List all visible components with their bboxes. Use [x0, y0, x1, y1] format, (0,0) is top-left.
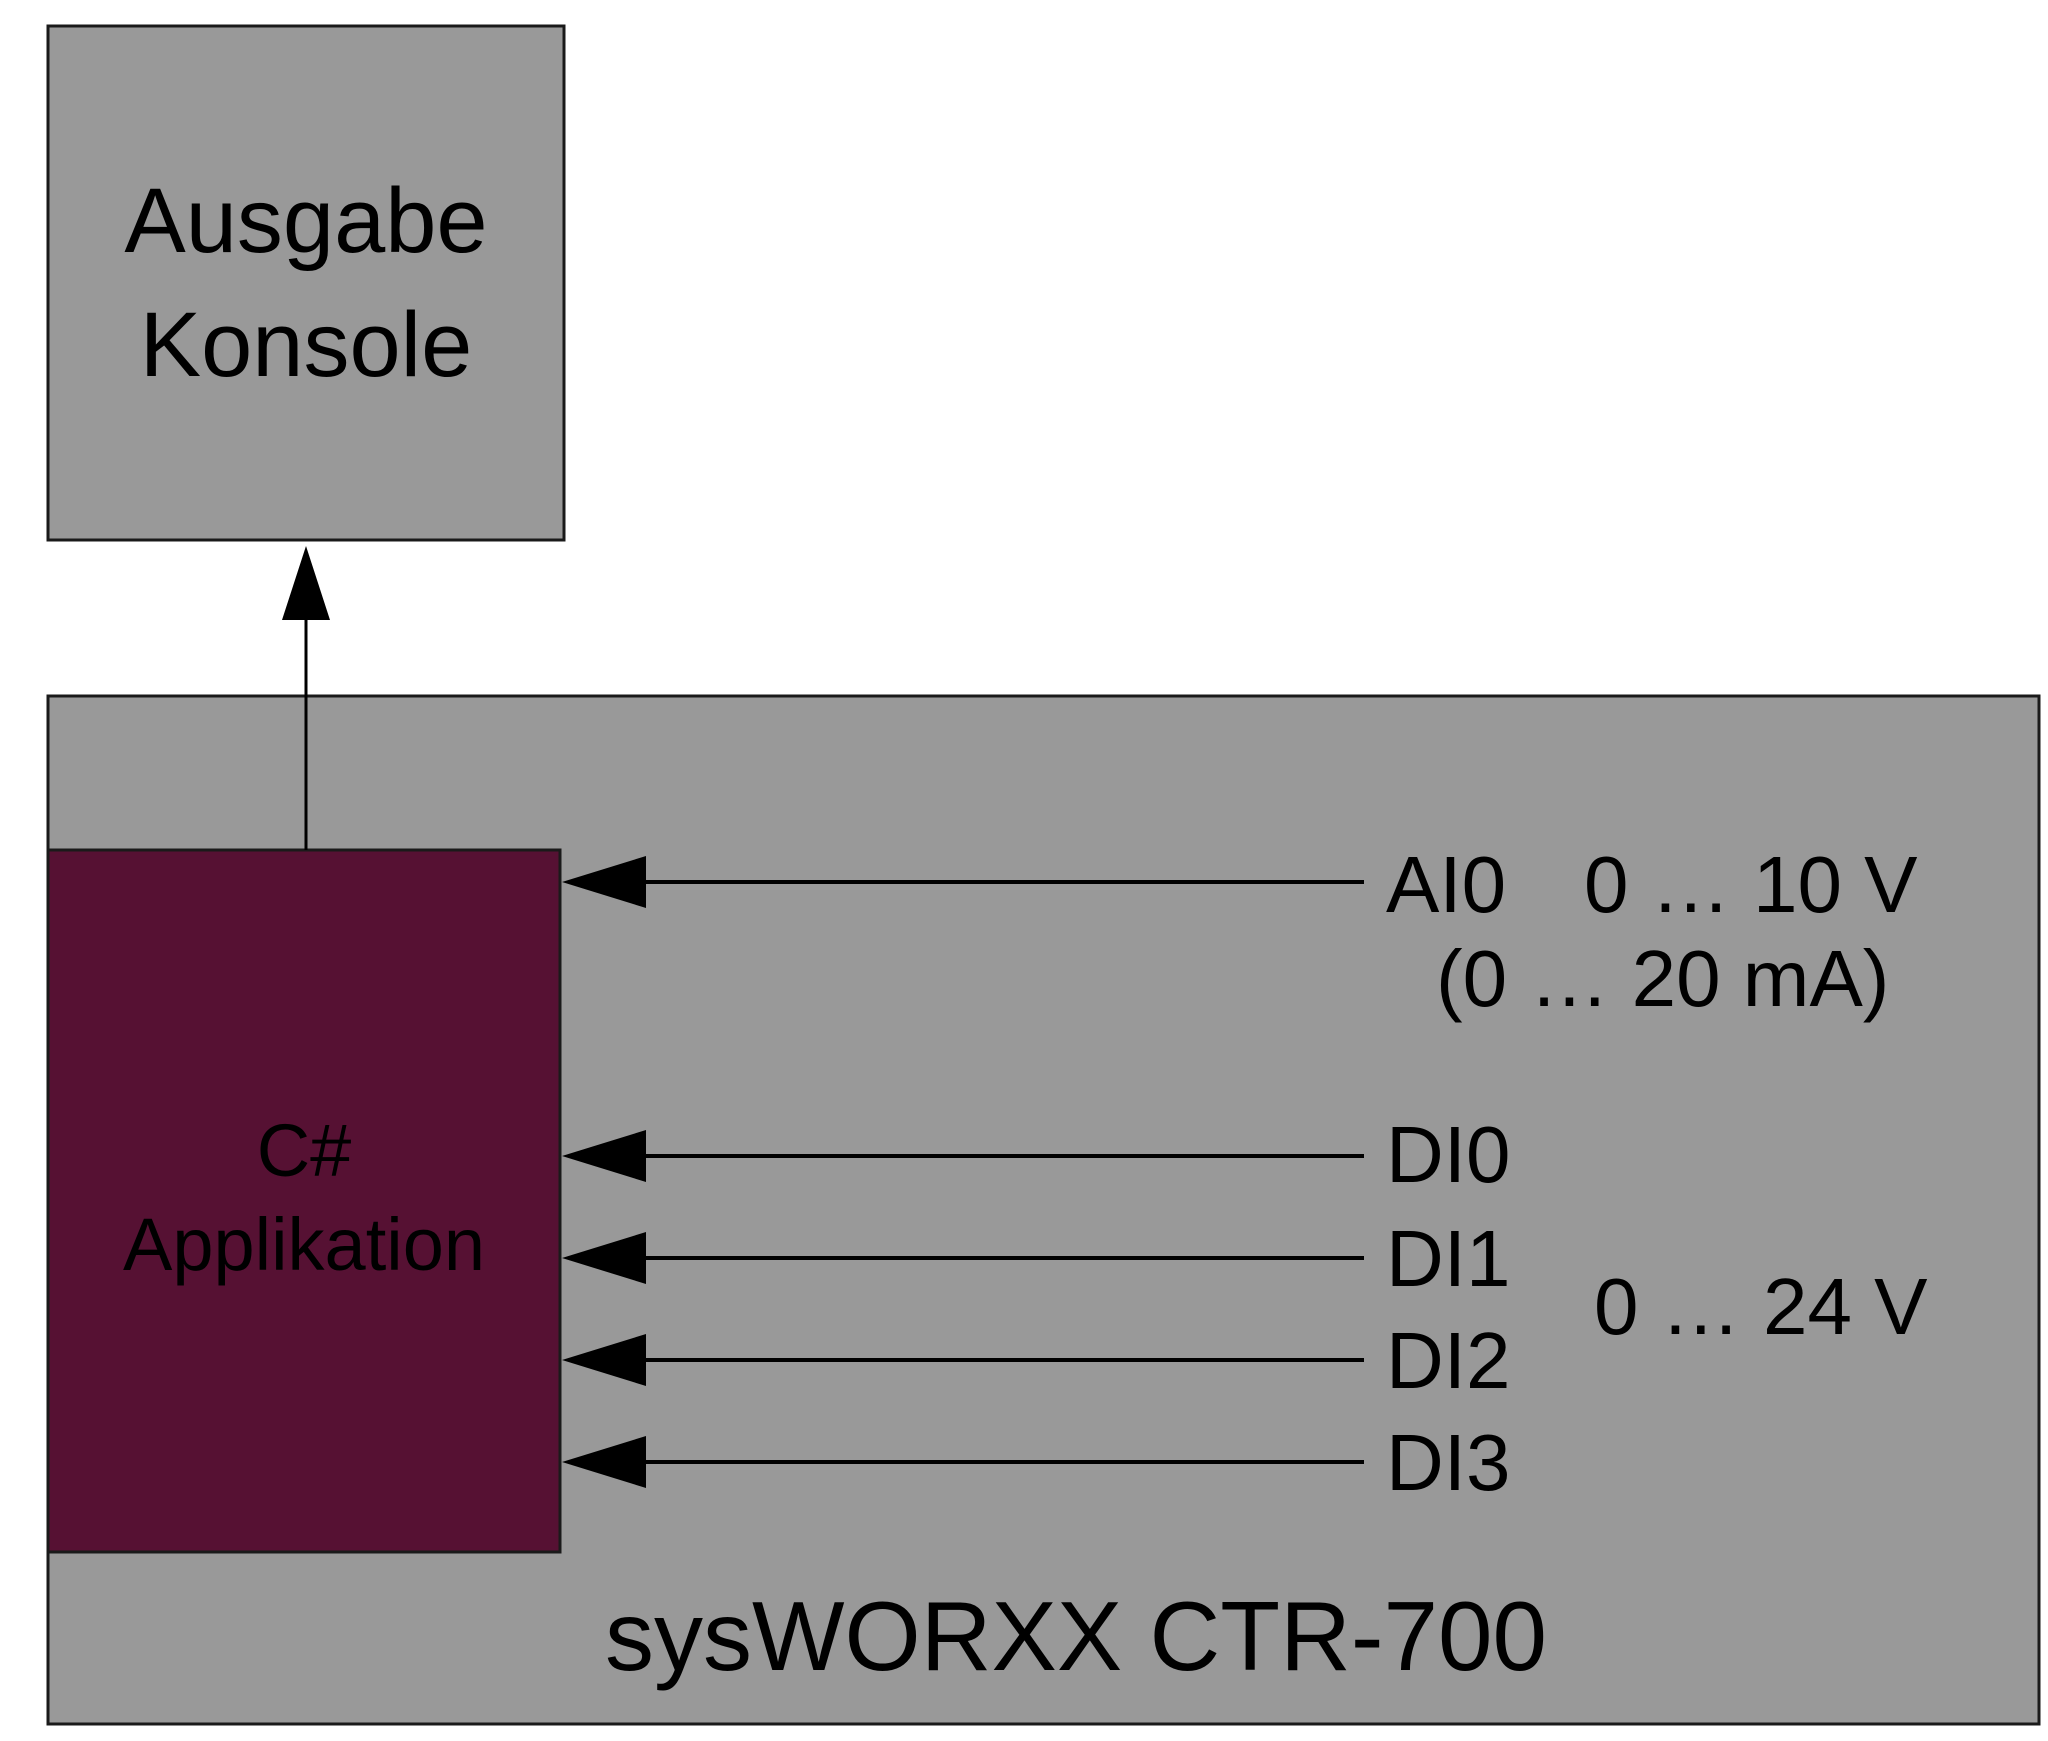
pin-label-di2: DI2 — [1386, 1316, 1511, 1405]
console-box-label-line1: Ausgabe — [124, 170, 487, 272]
application-box-shape — [46, 848, 562, 1554]
analog-voltage-range: 0 … 10 V — [1584, 840, 1918, 929]
console-box-label-line2: Konsole — [140, 294, 472, 396]
application-label-line1: C# — [257, 1109, 352, 1192]
console-box-shape — [46, 24, 566, 542]
analog-current-range: (0 … 20 mA) — [1436, 934, 1889, 1023]
application-label-line2: Applikation — [123, 1203, 485, 1286]
pin-label-di1: DI1 — [1386, 1214, 1511, 1303]
arrow-app-to-console-head — [282, 546, 330, 620]
arrow-ai0-head — [562, 856, 646, 908]
arrow-di3-head — [562, 1436, 646, 1488]
application-box: C# Applikation — [46, 848, 562, 1554]
arrow-di1-head — [562, 1232, 646, 1284]
pin-label-ai0: AI0 — [1386, 840, 1506, 929]
analog-input-labels: AI0 0 … 10 V (0 … 20 mA) — [1386, 840, 1918, 1023]
arrow-di2-head — [562, 1334, 646, 1386]
arrow-di0-head — [562, 1130, 646, 1182]
digital-voltage-range: 0 … 24 V — [1594, 1262, 1928, 1351]
arrow-app-to-console — [282, 546, 330, 850]
device-label: sysWORXX CTR-700 — [605, 1581, 1547, 1691]
console-box: Ausgabe Konsole — [46, 24, 566, 542]
input-arrows — [562, 856, 1364, 1488]
pin-label-di0: DI0 — [1386, 1110, 1511, 1199]
pin-label-di3: DI3 — [1386, 1418, 1511, 1507]
digital-input-labels: DI0 DI1 DI2 DI3 0 … 24 V — [1386, 1110, 1928, 1507]
